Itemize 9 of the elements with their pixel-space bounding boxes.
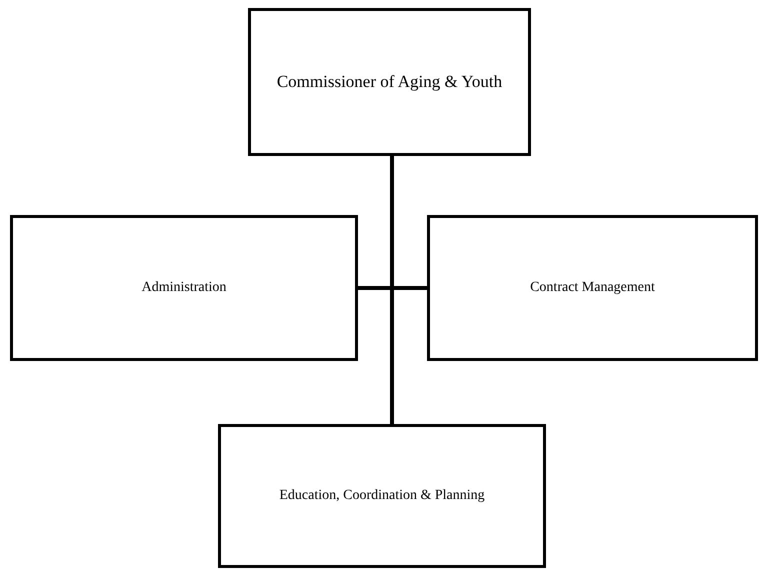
connector-line [390, 156, 394, 424]
unit-title: Education, Coordination & Planning [278, 488, 486, 504]
org-box [218, 424, 546, 568]
unit-title: Commissioner of Aging & Youth [276, 72, 504, 92]
unit-title: Contract Management [529, 280, 656, 296]
org-box [248, 8, 531, 156]
org-box [427, 215, 758, 361]
org-box [10, 215, 358, 361]
unit-title: Administration [140, 280, 228, 296]
